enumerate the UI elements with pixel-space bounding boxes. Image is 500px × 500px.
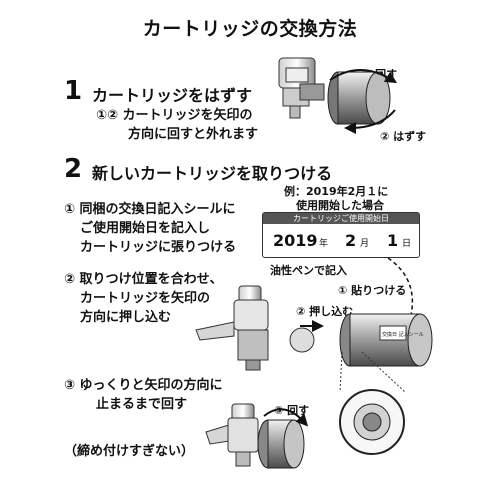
zoom-inset: [339, 389, 405, 455]
sticker-header: カートリッジご使用開始日: [263, 213, 419, 224]
cartridge-seal-label: 交換日 記入シール: [382, 331, 424, 338]
step1-faucet-illustration: [278, 57, 325, 119]
item2-line3: 方向に押し込む: [80, 310, 172, 325]
sticker-day: 1: [387, 231, 399, 250]
step2-number: 2: [64, 154, 83, 184]
label-push: ② 押し込む: [296, 305, 354, 318]
step3-cartridge-illustration: [257, 419, 305, 469]
item1-line2: ご使用開始日を記入し: [80, 221, 211, 236]
step1-desc-line2: 方向に回すと外れます: [128, 127, 259, 142]
item1-line1: ① 同梱の交換日記入シールに: [64, 202, 236, 217]
step1-remove-arrow: [344, 109, 396, 134]
zoom-line-left: [339, 351, 343, 393]
item3-line1: ③ ゆっくりと矢印の方向に: [64, 378, 223, 393]
step2-cartridge-illustration: [339, 313, 433, 367]
sticker-month-unit: 月: [360, 239, 370, 249]
example-line1: 例：2019年2月１に: [284, 185, 389, 198]
date-sticker: カートリッジご使用開始日 2019 年 2 月 1 日: [262, 212, 420, 258]
page-title: カートリッジの交換方法: [142, 18, 358, 40]
step3-rotate-arrow: [263, 408, 309, 427]
item3-line2: 止まるまで回す: [96, 397, 188, 412]
label-stick: ① 貼りつける: [338, 284, 407, 297]
step2-faucet-illustration: [195, 285, 315, 371]
sticker-year-unit: 年: [319, 239, 329, 249]
step3-faucet-illustration: [205, 403, 259, 467]
sticker-year: 2019: [273, 231, 318, 250]
note-no-overtighten: （締め付けすぎない）: [64, 444, 195, 459]
sticker-day-unit: 日: [402, 239, 412, 249]
step1-heading: カートリッジをはずす: [92, 86, 253, 105]
step1-number: 1: [64, 76, 83, 106]
zoom-line-right: [361, 351, 406, 393]
sticker-dashed-arrow: [387, 257, 416, 325]
step1-desc-line1: ①② カートリッジを矢印の: [96, 108, 253, 123]
step1-rotate-arrow: [329, 69, 398, 84]
sticker-month: 2: [345, 231, 357, 250]
example-line2: 使用開始した場合: [296, 199, 384, 212]
item2-line2: カートリッジを矢印の: [80, 291, 211, 306]
item2-line1: ② 取りつけ位置を合わせ、: [64, 272, 223, 287]
step1-label-remove: ② はずす: [380, 130, 427, 143]
step1-cartridge-illustration: [327, 71, 391, 125]
item1-line3: カートリッジに張りつける: [80, 240, 237, 255]
step2-heading: 新しいカートリッジを取りつける: [92, 164, 333, 183]
pen-note: 油性ペンで記入: [270, 264, 347, 277]
